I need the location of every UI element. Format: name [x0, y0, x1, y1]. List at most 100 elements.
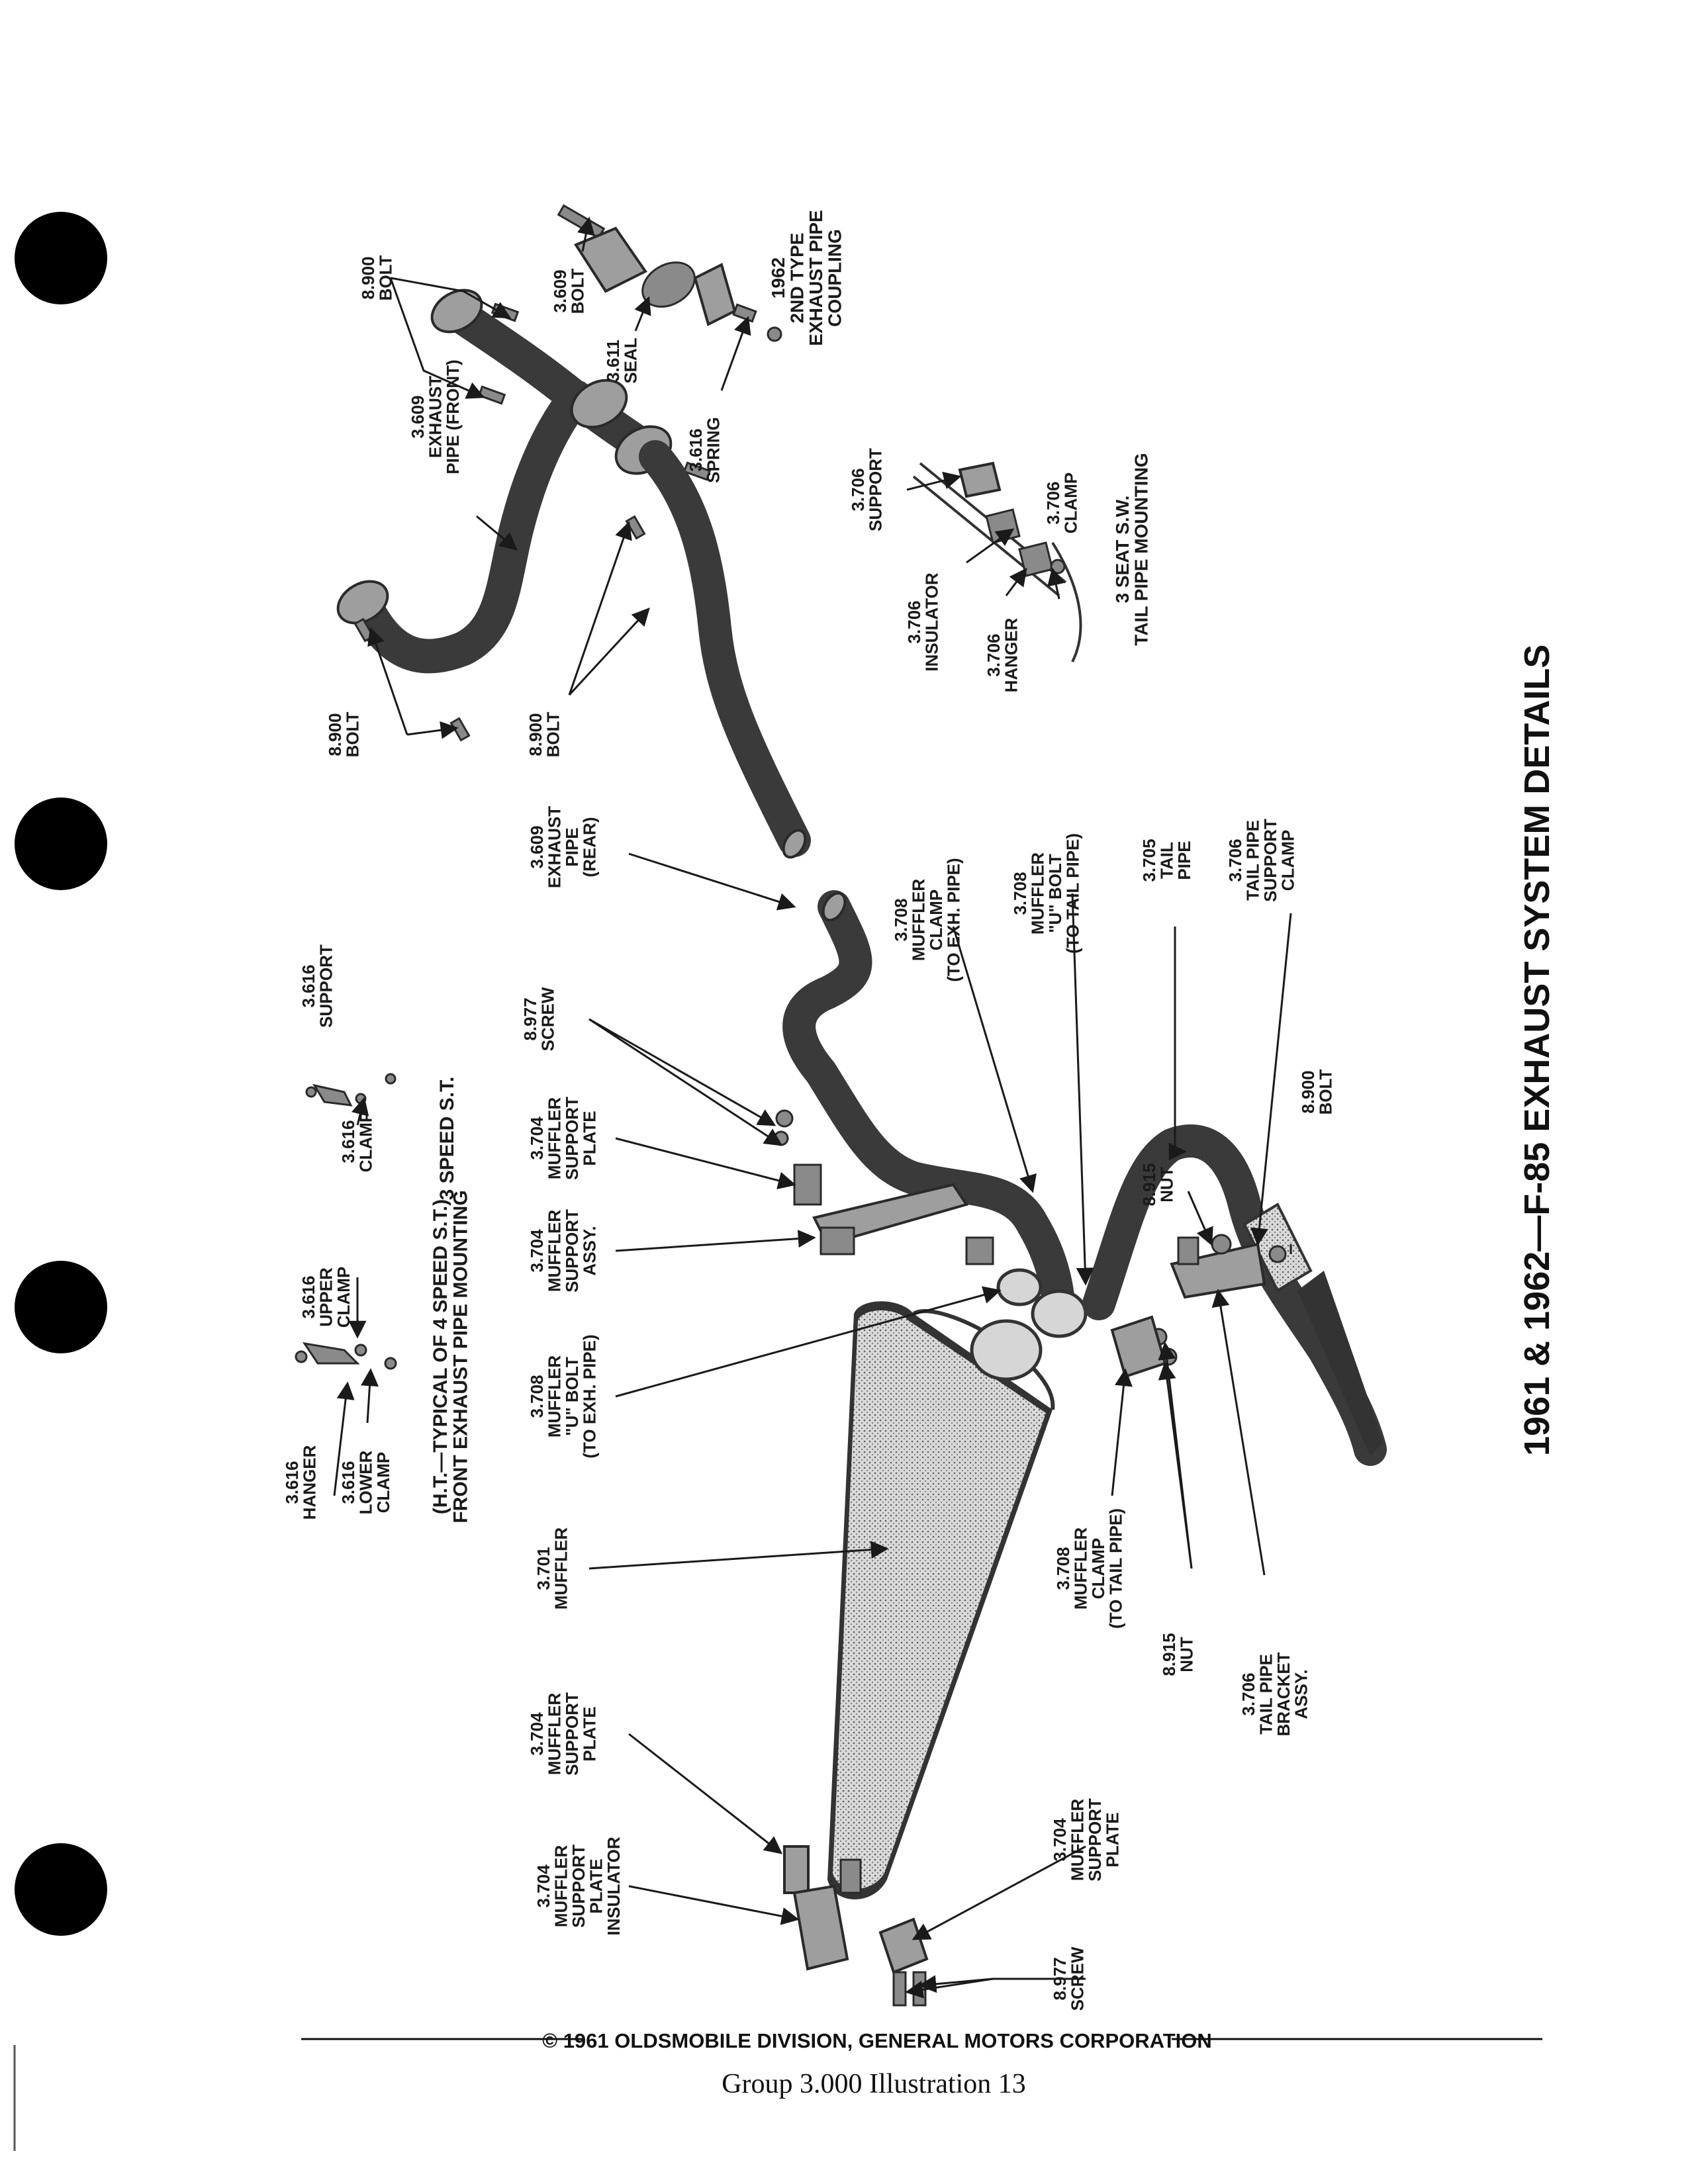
callout-bolt-890-left-line: BOLT	[343, 711, 363, 757]
callout-insulator-3704-line: 3.704	[534, 1864, 553, 1908]
inset-four-speed-title: (H.T.—TYPICAL OF 4 SPEED S.T.)FRONT EXHA…	[430, 1190, 472, 1523]
callout-hanger-3706-line: HANGER	[1002, 617, 1021, 692]
callout-ubolt-3708-tail-line: "U" BOLT	[1045, 854, 1065, 933]
callout-support-3706-line: SUPPORT	[866, 448, 886, 531]
callout-bolt-890-mid-line: 8.900	[526, 713, 545, 756]
inset-coupling-title-line: 2ND TYPE	[787, 233, 808, 324]
callout-support-3706-line: 3.706	[848, 468, 868, 511]
callout-hanger-3616-line: HANGER	[300, 1445, 320, 1520]
callout-lower-clamp-3616-line: 3.616	[338, 1461, 358, 1504]
callout-tp-support-clamp-line: CLAMP	[1278, 830, 1298, 891]
callout-seal-3611-line: 3.611	[603, 340, 623, 382]
inset-three-seat-title-line: 3 SEAT S.W.	[1112, 496, 1133, 604]
callout-bolt-890-mid-line: BOLT	[543, 711, 563, 757]
callout-nut-8915-bottom-line: 8.915	[1159, 1633, 1179, 1676]
callout-bolt-3609-line: 3.609	[550, 269, 570, 312]
page-title: 1961 & 1962—F-85 EXHAUST SYSTEM DETAILS	[1517, 645, 1557, 1456]
callout-insulator-3704-line: PLATE	[586, 1858, 606, 1913]
callout-ubolt-3708-exh-line: MUFFLER	[545, 1355, 565, 1437]
callout-plate-3704-bottom-line: 3.704	[1050, 1818, 1070, 1862]
callout-upper-clamp-3616-line: CLAMP	[334, 1267, 353, 1328]
inset-three-speed-title: 3 SPEED S.T.	[436, 1077, 458, 1201]
rotated-labels: 1961 & 1962—F-85 EXHAUST SYSTEM DETAILS …	[282, 210, 1557, 2011]
tail-pipe-hardware	[1110, 1234, 1287, 1379]
exhaust-drawing	[295, 204, 1387, 2007]
callout-tp-support-clamp-line: 3.706	[1225, 839, 1245, 882]
callout-exhaust-front-line: 3.609	[408, 395, 428, 438]
callout-tail-pipe-3705-line: PIPE	[1174, 841, 1194, 880]
callout-plate-3704-bottom-line: PLATE	[1103, 1812, 1123, 1867]
callout-clamp-3708-exh-line: CLAMP	[926, 889, 946, 950]
copyright-line: © 1961 OLDSMOBILE DIVISION, GENERAL MOTO…	[542, 2029, 1212, 2052]
callout-ubolt-3708-tail-line: (TO TAIL PIPE)	[1063, 833, 1083, 954]
callout-assy-3704-line: MUFFLER	[545, 1210, 565, 1292]
callout-bolt-8900-right-line: BOLT	[1316, 1069, 1336, 1115]
callout-screw-8977-bottom-line: 8.977	[1050, 1957, 1070, 2000]
callout-plate-3704-left-line: PLATE	[580, 1706, 600, 1761]
callout-lower-clamp-3616-line: LOWER	[356, 1450, 376, 1514]
callout-insulator-3704-line: INSULATOR	[604, 1837, 624, 1935]
callout-bracket-3706-line: 3.706	[1239, 1672, 1258, 1715]
front-exhaust-pipe	[336, 289, 712, 742]
inset-coupling-title-line: EXHAUST PIPE	[806, 210, 826, 345]
callout-nut-8915-top-line: 8.915	[1139, 1163, 1159, 1206]
callout-clamp-3708-tail-line: MUFFLER	[1071, 1527, 1091, 1610]
callout-muffler-3701-line: 3.701	[534, 1547, 553, 1590]
callout-plate-3704-left-line: MUFFLER	[545, 1693, 565, 1775]
illustration-caption: Group 3.000 Illustration 13	[722, 2069, 1026, 2099]
callout-bolt-890-left-line: 8.900	[325, 713, 345, 756]
callout-tail-pipe-3705-line: 3.705	[1139, 839, 1159, 882]
callout-nut-8915-bottom-line: NUT	[1177, 1637, 1197, 1672]
callout-bracket-3706-line: ASSY.	[1291, 1669, 1311, 1719]
callout-seal-3611-line: SEAL	[621, 338, 641, 383]
callout-insulator-3704-line: MUFFLER	[551, 1845, 571, 1927]
callout-screw-8977-top-line: 8.977	[520, 997, 540, 1040]
callout-ubolt-3708-tail-line: MUFFLER	[1028, 852, 1048, 934]
callout-ubolt-3708-exh-line: (TO EXH. PIPE)	[580, 1334, 600, 1458]
callout-tail-pipe-3705-line: TAIL	[1157, 842, 1177, 879]
callout-insulator-3706-line: 3.706	[904, 600, 924, 643]
footer: © 1961 OLDSMOBILE DIVISION, GENERAL MOTO…	[301, 2029, 1542, 2099]
inset-three-seat-title: 3 SEAT S.W.TAIL PIPE MOUNTING	[1112, 453, 1152, 645]
callout-exhaust-rear-line: EXHAUST	[545, 806, 565, 888]
callout-clamp-3708-exh-line: 3.708	[891, 898, 911, 941]
inset-coupling-title-line: 1962	[768, 257, 788, 298]
callout-hanger-3616-line: 3.616	[282, 1461, 302, 1504]
callout-clamp-3616-line: 3.616	[338, 1120, 358, 1163]
callout-bracket-3706-line: BRACKET	[1274, 1652, 1293, 1736]
callout-plate-3704-bottom-line: MUFFLER	[1068, 1799, 1088, 1881]
callout-assy-3704-line: SUPPORT	[562, 1209, 582, 1293]
callout-clamp-3708-tail-line: (TO TAIL PIPE)	[1106, 1508, 1126, 1629]
callout-assy-3704-line: ASSY.	[580, 1226, 600, 1275]
callout-bracket-3706-line: TAIL PIPE	[1256, 1654, 1276, 1735]
callout-support-3616-line: 3.616	[299, 964, 318, 1007]
callout-ubolt-3708-exh-line: "U" BOLT	[562, 1357, 582, 1436]
callout-exhaust-rear-line: 3.609	[527, 825, 547, 868]
callout-screw-8977-bottom-line: SCREW	[1068, 1946, 1088, 2011]
callout-clamp-3616-line: CLAMP	[356, 1111, 376, 1172]
callout-plate-3704-top-line: MUFFLER	[545, 1097, 565, 1179]
